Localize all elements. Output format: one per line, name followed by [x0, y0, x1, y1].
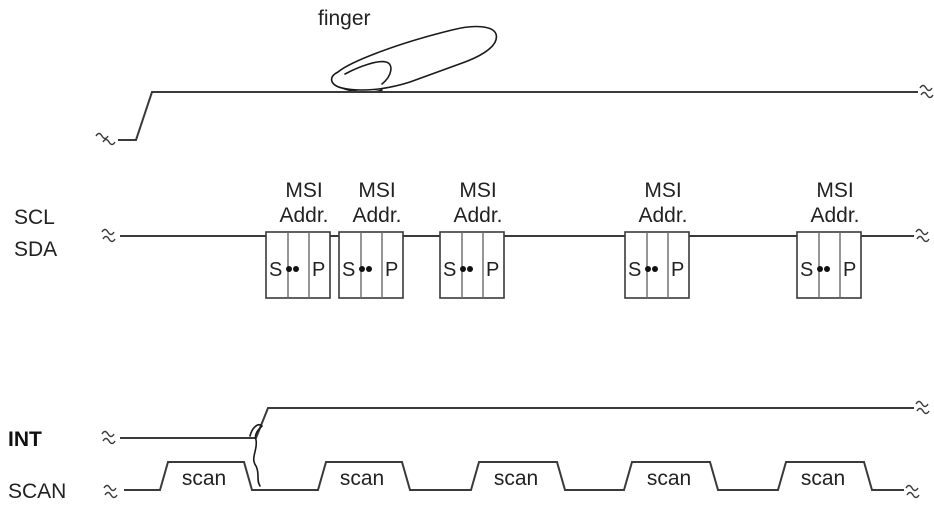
transaction-frame [796, 231, 862, 299]
start-bit-label: S [628, 259, 641, 281]
int-line [120, 407, 914, 439]
transaction-label-addr: Addr. [810, 204, 859, 227]
scan-pulse-label: scan [801, 467, 845, 490]
start-bit-label: S [443, 259, 456, 281]
break-mark-int-right [915, 400, 930, 415]
start-bit-label: S [800, 259, 813, 281]
break-mark-bus-left [101, 228, 116, 243]
data-dot [824, 266, 830, 272]
transaction-label-addr: Addr. [352, 204, 401, 227]
transaction-label-addr: Addr. [453, 204, 502, 227]
data-dot [467, 266, 473, 272]
transaction-label-msi: MSI [285, 179, 322, 202]
transaction-frame [338, 231, 404, 299]
transaction-label-msi: MSI [644, 179, 681, 202]
start-bit-label: S [269, 259, 282, 281]
scan-waveform [124, 461, 904, 491]
stop-bit-label: P [385, 259, 398, 281]
transaction-label-msi: MSI [459, 179, 496, 202]
int-trigger-mark [249, 423, 263, 487]
finger-sketch [330, 25, 498, 93]
data-dot [366, 266, 372, 272]
data-dot [652, 266, 658, 272]
transaction-frame [439, 231, 505, 299]
break-mark-bus-right [915, 228, 930, 243]
break-mark-touch-right [919, 84, 934, 99]
touch-line [118, 91, 918, 141]
stop-bit-label: P [671, 259, 684, 281]
break-mark-scan-left [103, 484, 118, 499]
transaction-frame [624, 231, 690, 299]
scan-pulse-label: scan [494, 467, 538, 490]
data-dot [359, 266, 365, 272]
scan-signal-label: SCAN [8, 480, 66, 503]
stop-bit-label: P [312, 259, 325, 281]
scl-label: SCL [14, 206, 55, 229]
scan-pulse-label: scan [647, 467, 691, 490]
break-mark-scan-right [905, 484, 920, 499]
transaction-frame [265, 231, 331, 299]
int-label: INT [8, 428, 42, 451]
start-bit-label: S [342, 259, 355, 281]
stop-bit-label: P [843, 259, 856, 281]
scan-pulse-labels: scan scan scan scan scan [182, 467, 845, 490]
data-dot [286, 266, 292, 272]
data-dot [817, 266, 823, 272]
stop-bit-label: P [486, 259, 499, 281]
break-mark-touch-left [95, 132, 116, 146]
data-dot [293, 266, 299, 272]
data-dot [645, 266, 651, 272]
scan-pulse-label: scan [340, 467, 384, 490]
data-dot [460, 266, 466, 272]
transaction-label-msi: MSI [358, 179, 395, 202]
sda-label: SDA [14, 238, 57, 261]
scan-pulse-label: scan [182, 467, 226, 490]
transaction-label-addr: Addr. [279, 204, 328, 227]
finger-label: finger [318, 7, 371, 30]
transaction-label-msi: MSI [816, 179, 853, 202]
transaction-label-addr: Addr. [638, 204, 687, 227]
break-mark-int-left [101, 430, 116, 445]
